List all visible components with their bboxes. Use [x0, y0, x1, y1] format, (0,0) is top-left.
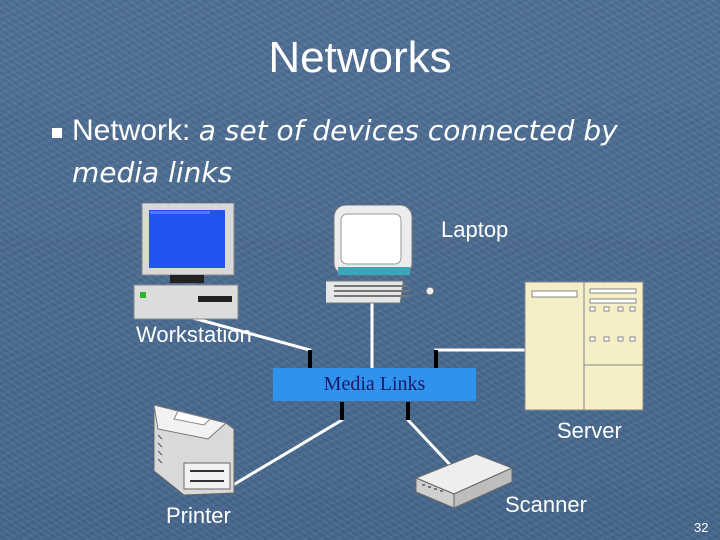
printer-icon: [153, 405, 235, 495]
label-workstation: Workstation: [136, 322, 252, 347]
link-printer: [232, 402, 344, 487]
slide-title: Networks: [268, 33, 452, 82]
label-printer: Printer: [166, 503, 231, 528]
bullet-term: Network:: [72, 114, 191, 147]
bullet-text: Network: a set of devices connected by m…: [72, 110, 692, 194]
label-laptop: Laptop: [441, 217, 509, 242]
scanner-icon: [414, 453, 514, 509]
media-links-box: Media Links: [273, 368, 476, 401]
workstation-icon: [133, 203, 239, 320]
laptop-icon: [326, 205, 435, 304]
server-icon: [524, 281, 644, 411]
label-server: Server: [557, 418, 622, 443]
bullet-definition: a set of devices connected by media link…: [72, 114, 618, 189]
bullet-square-icon: [52, 128, 62, 138]
page-number: 32: [694, 520, 709, 535]
label-scanner: Scanner: [505, 492, 587, 517]
link-server: [434, 348, 525, 365]
